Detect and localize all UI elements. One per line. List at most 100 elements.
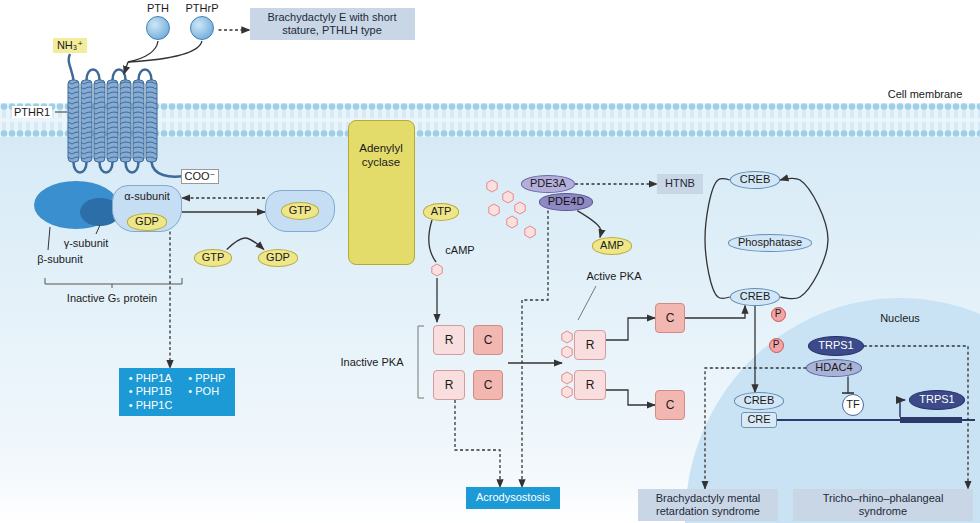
figure-label: PTHR1 <box>12 106 52 118</box>
node-text: R <box>586 378 595 392</box>
illustration-part <box>139 70 152 81</box>
pathway-arrow <box>847 377 848 394</box>
node-text: Phosphatase <box>738 236 802 249</box>
node-text: Brachydactyly E with short stature, PTHL… <box>258 11 407 37</box>
illustration-part <box>100 162 113 173</box>
illustration-part <box>525 226 535 238</box>
factor-circle: TF <box>842 394 864 416</box>
figure-label: Nucleus <box>880 312 920 324</box>
node-text: Adenylyl cyclase <box>349 141 414 170</box>
illustration-part <box>489 204 499 216</box>
pka-catalytic: C <box>473 325 503 355</box>
node-text: C <box>484 333 493 347</box>
ligand-arrows <box>124 41 202 74</box>
figure-label: Inactive Gₛ protein <box>67 292 157 305</box>
illustration-part <box>128 41 202 62</box>
pka-regulatory: R <box>433 325 465 355</box>
pathway-arrow <box>577 211 600 238</box>
protein-oval: TRPS1 <box>909 390 964 409</box>
node-text: GTP <box>281 202 320 219</box>
illustration-part <box>124 62 128 74</box>
protein-oval: HDAC4 <box>806 359 861 376</box>
node-text: α-subunit <box>124 190 170 203</box>
protein-oval: CREB <box>734 392 785 409</box>
node-text: PTHrP <box>186 2 219 15</box>
phosphate-circle: P <box>769 338 784 353</box>
illustration-part <box>45 278 182 288</box>
node-text: TRPS1 <box>919 393 954 406</box>
illustration-part <box>48 227 50 250</box>
gs-beta-gamma <box>34 112 182 288</box>
node-text: TF <box>846 398 859 411</box>
enzyme-box: Adenylyl cyclase <box>348 120 415 265</box>
illustration-part <box>94 80 105 162</box>
node-text: CREB <box>740 290 771 303</box>
figure-label: Active PKA <box>586 270 641 282</box>
illustration-part <box>87 70 100 81</box>
disease-box: Acrodysostosis <box>466 487 560 508</box>
ligand-circle: PTH <box>146 2 170 40</box>
figure-label: Inactive PKA <box>341 356 404 368</box>
protein-oval: TRPS1 <box>808 336 863 355</box>
protein-oval: CREB <box>730 288 781 305</box>
pathway-arrow <box>182 211 265 212</box>
ligand-ball <box>146 16 170 40</box>
illustration-part <box>68 80 79 162</box>
node-text: CREB <box>744 394 775 407</box>
response-element: CRE <box>741 412 776 427</box>
pathway-arrow <box>606 390 655 405</box>
illustration-part <box>418 326 424 398</box>
nucleotide-oval: GDP <box>127 213 167 230</box>
pka-regulatory: R <box>433 370 465 400</box>
pathway-arrow <box>754 306 755 393</box>
node-text: GDP <box>135 215 159 228</box>
node-text: HDAC4 <box>815 361 852 374</box>
pka-regulatory: R <box>574 370 606 400</box>
disease-box: Tricho–rhino–phalangeal syndrome <box>793 489 973 521</box>
pathway-arrow <box>606 318 655 340</box>
protein-oval: CREB <box>730 171 781 188</box>
illustration-part <box>81 80 92 162</box>
figure-label: β-subunit <box>37 253 82 265</box>
illustration-part <box>578 286 596 320</box>
node-text: PDE4D <box>548 195 585 208</box>
node-text: GTP <box>202 251 225 264</box>
illustration-part <box>74 162 87 173</box>
node-text: CRE <box>747 413 770 426</box>
figure-label: COO⁻ <box>181 169 220 184</box>
illustration-part <box>69 54 74 80</box>
figure-label: γ-subunit <box>64 237 109 249</box>
dashed-arrow <box>575 183 657 184</box>
node-text: GDP <box>266 251 290 264</box>
receptor-pthr1 <box>68 54 184 177</box>
node-text: TRPS1 <box>818 339 853 352</box>
pka-regulatory: R <box>574 330 606 360</box>
illustration-part <box>508 362 562 363</box>
node-text: • PHP1A <box>129 372 173 385</box>
illustration-part <box>429 220 436 262</box>
disease-box: Brachydactyly mental retardation syndrom… <box>638 489 778 521</box>
illustration-part <box>128 41 158 62</box>
illustration-part <box>503 191 513 203</box>
protein-oval: Phosphatase <box>728 234 812 251</box>
enzyme-oval: PDE3A <box>521 175 575 192</box>
node-text: • POH <box>188 385 225 398</box>
pka-catalytic: C <box>655 303 685 333</box>
illustration-part <box>562 372 572 384</box>
disease-box: HTNB <box>657 174 703 193</box>
disease-list-box: • PHP1A• PHP1B• PHP1C • PPHP• POH <box>119 368 235 416</box>
active-g-alpha: GTP <box>265 190 335 232</box>
node-text: R <box>445 333 454 347</box>
illustration-part <box>107 80 118 162</box>
node-text: • PHP1C <box>129 399 173 412</box>
illustration-part <box>96 225 100 234</box>
illustration-part <box>562 386 572 398</box>
node-text: • PHP1B <box>129 385 173 398</box>
node-text: C <box>666 398 675 412</box>
node-text: • PPHP <box>188 372 225 385</box>
illustration-part <box>55 112 67 113</box>
node-text: HTNB <box>665 177 695 190</box>
